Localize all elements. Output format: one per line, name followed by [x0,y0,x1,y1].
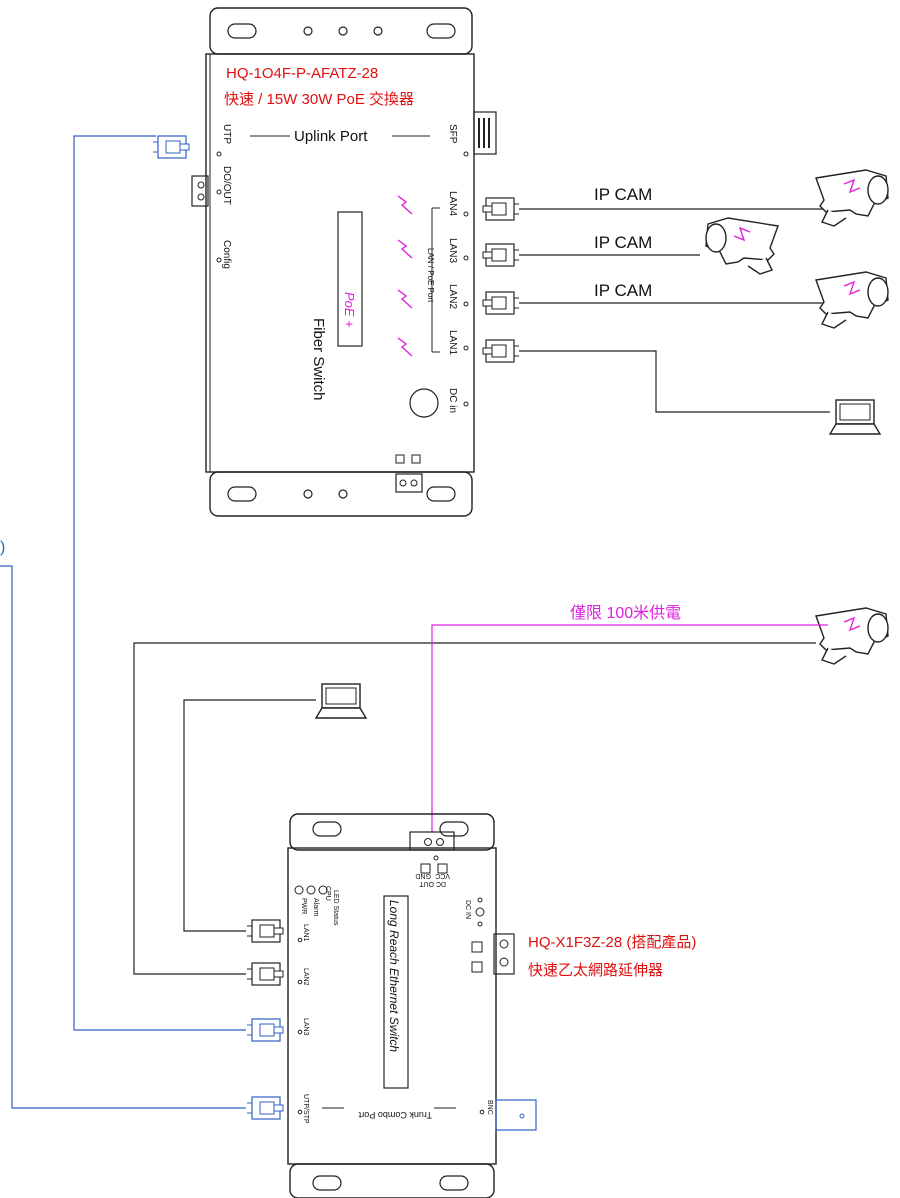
lightning-icon [397,337,413,357]
top-flange [209,7,473,55]
utp-connector [152,135,190,159]
lan1-connector [482,339,520,363]
lightning-icon [397,195,413,215]
poe-plus-label: PoE + [342,292,357,328]
bottom-lan2-connector [246,962,284,986]
dc-out-label: DC OUT [418,880,446,887]
bottom-lan1-label: LAN1 [302,924,309,942]
vcc-label: VCC [435,872,450,879]
lan4-connector [482,197,520,221]
lan4-label: LAN4 [447,191,458,216]
ip-cam-label: IP CAM [594,185,652,204]
led-status-label: LED Status [332,890,339,926]
sfp-port-label: SFP [447,124,458,144]
pwr-led-label: PWR [300,898,307,914]
lightning-icon [397,289,413,309]
utp-stp-connector [246,1096,284,1120]
ip-camera-icon [705,217,779,275]
uplink-port-label: Uplink Port [294,128,368,145]
lan3-connector [482,243,520,267]
utp-stp-label: UTP/STP [302,1094,309,1124]
bottom-lan3-label: LAN3 [302,1018,309,1036]
lightning-icon [397,239,413,259]
config-label: Config [221,240,232,269]
alarm-led-label: Alarm [312,898,319,916]
camera-cables [133,208,830,975]
top-device-subtitle: 快速 / 15W 30W PoE 交換器 [224,90,414,108]
ip-camera-icon [815,271,889,329]
ip-camera-icon [815,607,889,665]
poe-panel [337,211,363,347]
lan-poe-group-label: LAN / PoE Port [426,248,435,303]
sfp-module [473,111,497,155]
top-device [191,7,497,517]
do-out-label: DO/OUT [221,166,232,205]
bottom-lan3-connector [246,1018,284,1042]
dc-in-bottom-label: DC IN [464,900,471,919]
bnc-label: BNC [486,1100,493,1115]
dc-in-label: DC in [447,388,458,413]
bottom-device-model: HQ-X1F3Z-28 (搭配產品) [528,934,696,951]
ip-cam-label: IP CAM [594,233,652,252]
power-line [431,624,828,832]
bottom-device-subtitle: 快速乙太網路延伸器 [528,962,663,979]
top-device-model: HQ-1O4F-P-AFATZ-28 [226,65,378,82]
lan1-label: LAN1 [447,330,458,355]
laptop-icon [829,399,881,435]
cpu-led-label: CPU [324,886,331,901]
bottom-lan2-label: LAN2 [302,968,309,986]
uplink-cables [0,135,246,1109]
do-terminal [191,175,209,207]
left-edge-glyph: ) [0,539,5,556]
fiber-switch-label: Fiber Switch [310,318,327,401]
lan2-label: LAN2 [447,284,458,309]
trunk-combo-label: Trunk Combo Port [358,1110,432,1120]
bottom-lan1-connector [246,919,284,943]
lan3-label: LAN3 [447,238,458,263]
lan2-connector [482,291,520,315]
long-reach-label: Long Reach Ethernet Switch [387,900,401,1052]
ip-cam-label: IP CAM [594,281,652,300]
bottom-flange [209,471,473,517]
power-note: 僅限 100米供電 [570,604,681,622]
utp-port-label: UTP [221,124,232,144]
dc-jack [409,388,439,418]
bottom-device [287,813,537,1198]
laptop-icon [315,683,367,719]
gnd-label: GND [415,872,431,879]
ip-camera-icon [815,169,889,227]
